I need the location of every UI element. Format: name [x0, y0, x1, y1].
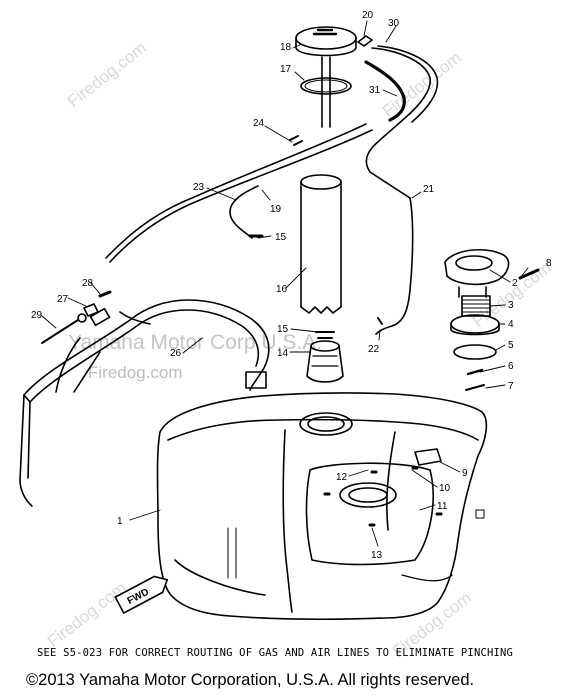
fuel-tank	[156, 392, 488, 621]
callout-label: 11	[437, 501, 448, 512]
callout-label: 28	[82, 278, 94, 289]
callout-label: 8	[546, 258, 552, 269]
callouts: 1 2 3 4 5 6 7 8 9 10 11 12 13 14 15 15 1…	[31, 10, 552, 561]
callout-label: 3	[508, 300, 514, 311]
callout-label: 13	[371, 550, 383, 561]
forward-arrow-icon: FWD	[114, 575, 169, 615]
callout-label: 31	[369, 85, 381, 96]
callout-label: 20	[362, 10, 374, 21]
fuel-strainer	[306, 331, 344, 383]
fuel-cap-assembly	[444, 248, 540, 391]
callout-label: 7	[508, 381, 514, 392]
routing-note: SEE S5-023 FOR CORRECT ROUTING OF GAS AN…	[37, 647, 514, 659]
callout-label: 18	[280, 42, 292, 53]
callout-label: 12	[336, 472, 348, 483]
fasteners	[41, 35, 485, 527]
callout-label: 2	[512, 278, 518, 289]
callout-label: 14	[277, 348, 289, 359]
callout-label: 19	[270, 204, 282, 215]
fuel-lines	[105, 45, 439, 335]
callout-label: 16	[276, 284, 288, 295]
callout-label: 1	[117, 516, 123, 527]
callout-label: 23	[193, 182, 205, 193]
callout-label: 9	[462, 468, 468, 479]
callout-label: 29	[31, 310, 43, 321]
callout-label: 24	[253, 118, 265, 129]
callout-label: 15	[277, 324, 289, 335]
callout-label: 10	[439, 483, 451, 494]
callout-label: 22	[368, 344, 380, 355]
callout-label: 27	[57, 294, 69, 305]
callout-label: 17	[280, 64, 292, 75]
callout-label: 15	[275, 232, 287, 243]
fuel-filter-pipe	[300, 174, 342, 314]
fuel-gauge-unit	[295, 26, 357, 128]
callout-label: 26	[170, 348, 182, 359]
fuel-tank-band-assembly	[19, 299, 270, 507]
callout-label: 30	[388, 18, 400, 29]
copyright-text: ©2013 Yamaha Motor Corporation, U.S.A. A…	[26, 671, 475, 689]
callout-label: 4	[508, 319, 514, 330]
callout-label: 6	[508, 361, 514, 372]
callout-label: 21	[423, 184, 435, 195]
callout-label: 5	[508, 340, 514, 351]
leader-lines	[41, 20, 529, 547]
